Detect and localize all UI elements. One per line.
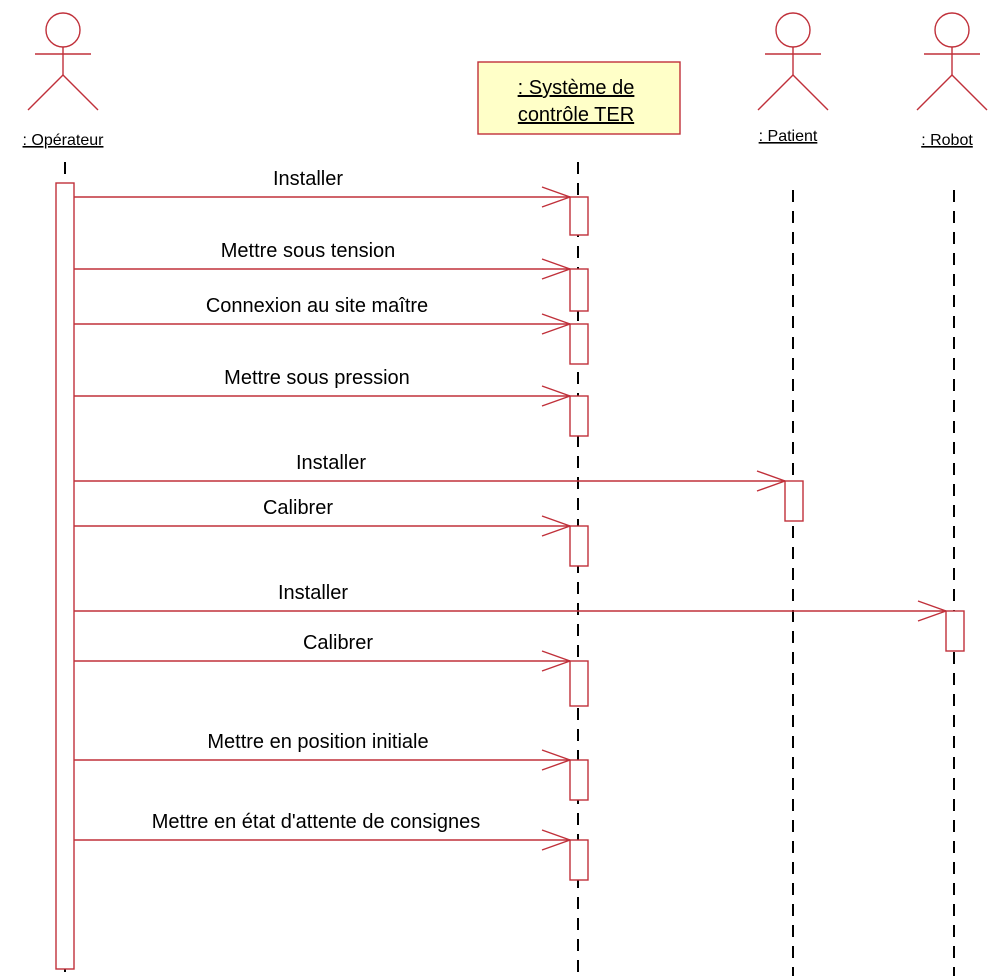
message-label-4: Mettre sous pression bbox=[224, 367, 410, 389]
message-label-10: Mettre en état d'attente de consignes bbox=[152, 811, 480, 833]
message-label-7: Installer bbox=[278, 582, 348, 604]
actor-robot bbox=[916, 12, 988, 111]
activation-operateur bbox=[55, 182, 75, 970]
activation-robot-7 bbox=[945, 610, 965, 652]
message-label-6: Calibrer bbox=[263, 497, 333, 519]
actor-robot-label: : Robot bbox=[921, 132, 973, 149]
activation-systeme-6 bbox=[569, 525, 589, 567]
message-label-9: Mettre en position initiale bbox=[207, 731, 428, 753]
activation-systeme-10 bbox=[569, 839, 589, 881]
message-label-8: Calibrer bbox=[303, 632, 373, 654]
message-label-5: Installer bbox=[296, 452, 366, 474]
system-box bbox=[477, 61, 681, 135]
message-label-3: Connexion au site maître bbox=[206, 295, 428, 317]
message-label-2: Mettre sous tension bbox=[221, 240, 396, 262]
activation-systeme-2 bbox=[569, 268, 589, 312]
activation-patient-5 bbox=[784, 480, 804, 522]
activation-systeme-4 bbox=[569, 395, 589, 437]
system-label-line-2: contrôle TER bbox=[518, 104, 634, 126]
activation-systeme-8 bbox=[569, 660, 589, 707]
system-label-line-1: : Système de bbox=[518, 77, 635, 99]
actor-operateur bbox=[27, 12, 99, 111]
actor-patient bbox=[757, 12, 829, 111]
activation-systeme-1 bbox=[569, 196, 589, 236]
message-label-1: Installer bbox=[273, 168, 343, 190]
actor-operateur-label: : Opérateur bbox=[23, 132, 105, 149]
activation-systeme-9 bbox=[569, 759, 589, 801]
actor-patient-label: : Patient bbox=[759, 128, 818, 145]
activation-systeme-3 bbox=[569, 323, 589, 365]
